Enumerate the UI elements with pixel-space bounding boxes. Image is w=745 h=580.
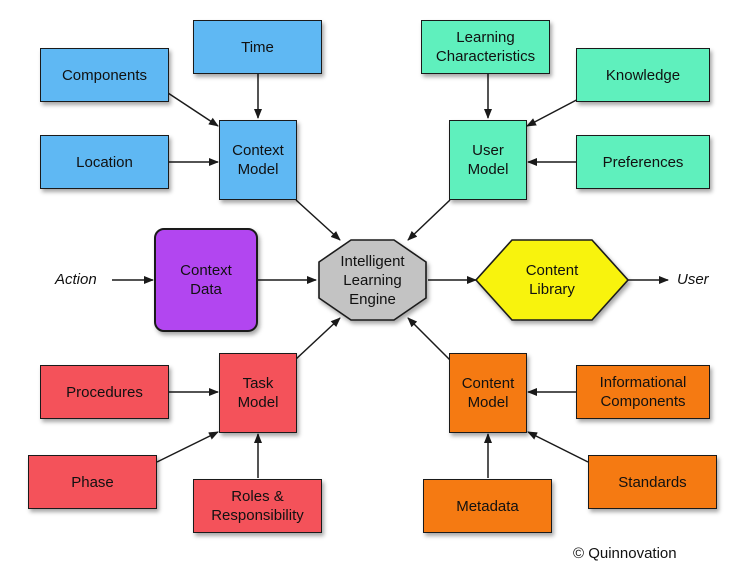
content-library-label: Content Library xyxy=(525,262,579,298)
arrow-content-model-to-engine xyxy=(407,317,451,361)
context-model-box: Context Model xyxy=(219,120,297,200)
arrow-task-model-to-engine xyxy=(294,317,341,361)
standards-box: Standards xyxy=(588,455,717,509)
copyright-credit: © Quinnovation xyxy=(573,545,677,562)
informational-components-box: Informational Components xyxy=(576,365,710,419)
preferences-box: Preferences xyxy=(576,135,710,189)
location-box: Location xyxy=(40,135,169,189)
procedures-box: Procedures xyxy=(40,365,169,419)
content-model-box: Content Model xyxy=(449,353,527,433)
arrow-standards-to-content-model xyxy=(527,431,589,463)
user-label: User xyxy=(677,271,709,288)
phase-box: Phase xyxy=(28,455,157,509)
arrow-context-model-to-engine xyxy=(295,199,341,241)
arrow-components-to-context-model xyxy=(167,92,219,127)
roles-responsibility-box: Roles & Responsibility xyxy=(193,479,322,533)
time-box: Time xyxy=(193,20,322,74)
arrow-phase-to-task-model xyxy=(156,431,219,463)
connectors xyxy=(112,74,669,478)
metadata-box: Metadata xyxy=(423,479,552,533)
arrow-user-model-to-engine xyxy=(407,199,451,241)
user-model-box: User Model xyxy=(449,120,527,200)
components-box: Components xyxy=(40,48,169,102)
knowledge-box: Knowledge xyxy=(576,48,710,102)
context-data-box: Context Data xyxy=(154,228,258,332)
learning-characteristics-box: Learning Characteristics xyxy=(421,20,550,74)
engine-octagon xyxy=(318,239,427,321)
task-model-box: Task Model xyxy=(219,353,297,433)
content-library-hexagon xyxy=(474,239,630,321)
engine-label: Intelligent Learning Engine xyxy=(340,252,405,308)
action-label: Action xyxy=(55,271,97,288)
